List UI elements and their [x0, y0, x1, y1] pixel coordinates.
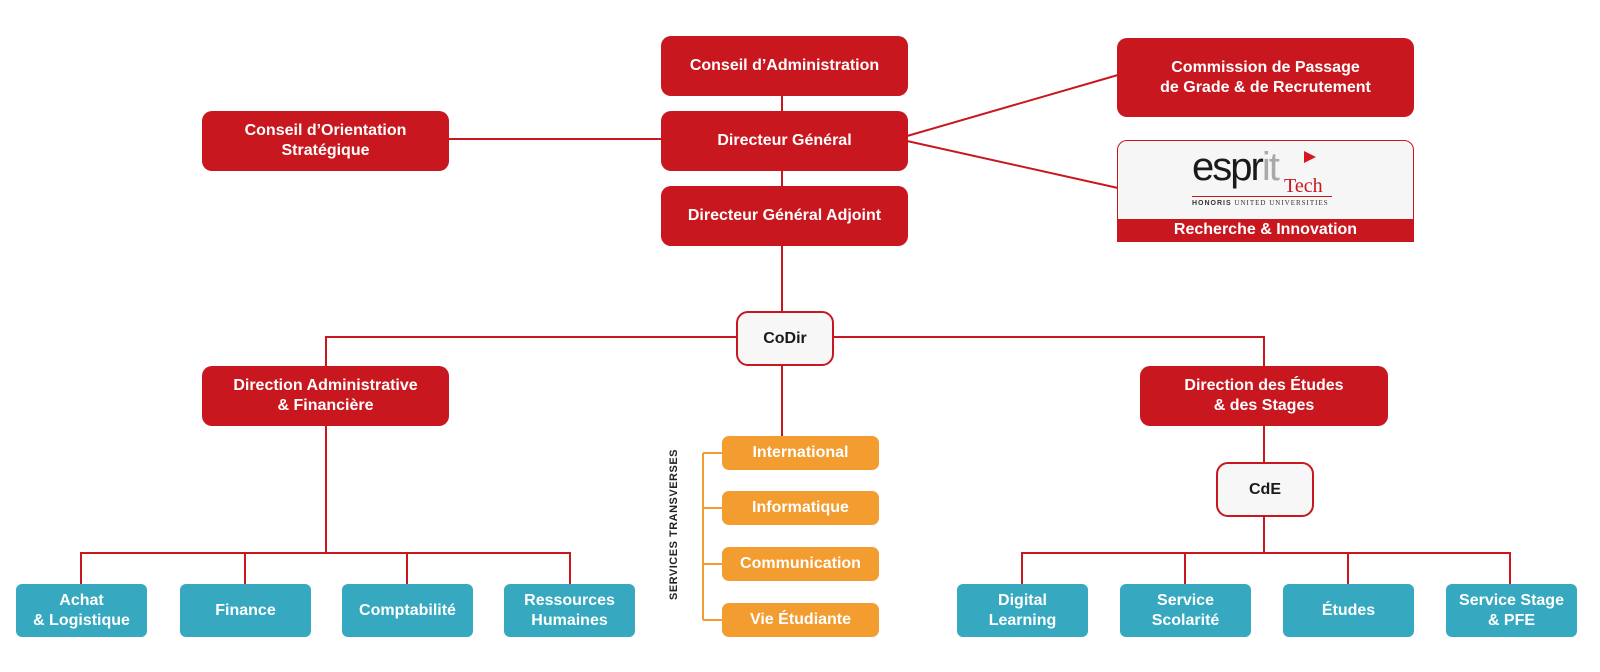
node-codir: CoDir: [736, 311, 834, 366]
node-international: International: [722, 436, 879, 470]
node-informatique: Informatique: [722, 491, 879, 525]
line-daf-children: [80, 552, 571, 585]
node-label: Finance: [215, 601, 276, 619]
node-service-stage-pfe: Service Stage & PFE: [1446, 584, 1577, 637]
node-label: Ressources Humaines: [524, 591, 615, 629]
node-label: Vie Étudiante: [749, 611, 852, 628]
node-label: Conseil d’Administration: [689, 57, 880, 74]
node-label: Directeur Général Adjoint: [687, 207, 882, 224]
node-label: CoDir: [763, 329, 807, 347]
node-label: Digital Learning: [988, 591, 1057, 629]
node-comptabilite: Comptabilité: [342, 584, 473, 637]
node-conseil-administration: Conseil d’Administration: [661, 36, 908, 96]
node-directeur-general: Directeur Général: [661, 111, 908, 171]
node-etudes: Études: [1283, 584, 1414, 637]
node-label: Comptabilité: [359, 601, 456, 619]
line-dg-commission: [906, 74, 1119, 137]
node-label: Études: [1321, 601, 1376, 619]
node-label: Communication: [740, 555, 861, 572]
node-digital-learning: Digital Learning: [957, 584, 1088, 637]
logo-underline: [1192, 196, 1332, 197]
node-service-scolarite: Service Scolarité: [1120, 584, 1251, 637]
node-label: Direction Administrative & Financière: [233, 377, 418, 414]
esprit-wordmark: esprit: [1192, 145, 1280, 190]
honoris-tagline: HONORIS UNITED UNIVERSITIES: [1192, 199, 1329, 207]
node-cde: CdE: [1216, 462, 1314, 517]
node-direction-administrative-financiere: Direction Administrative & Financière: [202, 366, 449, 426]
node-label: Service Stage & PFE: [1459, 591, 1564, 629]
line-codir-left: [325, 336, 737, 367]
node-label: Achat & Logistique: [33, 591, 130, 629]
node-label: Direction des Études & des Stages: [1184, 377, 1344, 414]
node-ressources-humaines: Ressources Humaines: [504, 584, 635, 637]
node-label: CdE: [1249, 480, 1281, 498]
node-label: Conseil d’Orientation Stratégique: [244, 122, 407, 159]
line-dg-esprittech: [906, 140, 1119, 189]
tech-wordmark: Tech: [1284, 175, 1323, 197]
node-achat-logistique: Achat & Logistique: [16, 584, 147, 637]
line-codir-right: [834, 336, 1265, 367]
node-conseil-orientation-strategique: Conseil d’Orientation Stratégique: [202, 111, 449, 171]
node-commission-passage-grade: Commission de Passage de Grade & de Recr…: [1117, 38, 1414, 117]
node-finance: Finance: [180, 584, 311, 637]
honoris-rest: UNITED UNIVERSITIES: [1231, 199, 1329, 207]
node-label: Directeur Général: [717, 132, 852, 149]
line-cde-children: [1021, 552, 1511, 585]
node-directeur-general-adjoint: Directeur Général Adjoint: [661, 186, 908, 246]
node-communication: Communication: [722, 547, 879, 581]
node-label: Informatique: [752, 499, 849, 516]
esprit-word: espr: [1192, 145, 1264, 189]
flag-icon: [1304, 151, 1316, 163]
node-label: Commission de Passage de Grade & de Recr…: [1160, 58, 1371, 96]
node-label: Service Scolarité: [1151, 591, 1220, 629]
honoris-bold: HONORIS: [1192, 200, 1232, 207]
node-vie-etudiante: Vie Étudiante: [722, 603, 879, 637]
esprit-it: it: [1261, 145, 1280, 189]
esprit-tech-logo: esprit Tech HONORIS UNITED UNIVERSITIES: [1118, 141, 1413, 219]
esprit-tech-card: esprit Tech HONORIS UNITED UNIVERSITIES …: [1117, 140, 1414, 242]
node-label: International: [752, 444, 849, 461]
services-transverses-label: SERVICES TRANSVERSES: [668, 448, 680, 600]
recherche-innovation-banner: Recherche & Innovation: [1118, 219, 1413, 241]
node-direction-etudes-stages: Direction des Études & des Stages: [1140, 366, 1388, 426]
